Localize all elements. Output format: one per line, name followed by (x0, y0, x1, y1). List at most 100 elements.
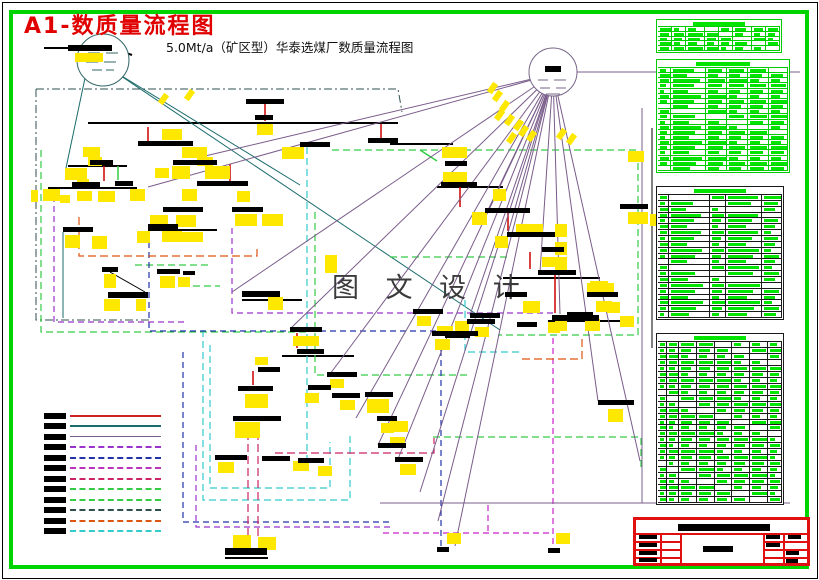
table-cell (750, 479, 768, 486)
table-text-block (708, 105, 719, 109)
table-text-block (750, 151, 764, 155)
table-cell (706, 150, 728, 156)
table-cell (658, 365, 667, 372)
table-text-block (698, 462, 708, 466)
table-cell (670, 160, 707, 166)
quantity-label (65, 168, 87, 180)
table-text-block (698, 348, 710, 352)
title-block-line (636, 541, 680, 543)
table-cell (714, 359, 733, 366)
table-cell (714, 437, 733, 444)
table-cell (666, 342, 680, 348)
table-cell (679, 491, 697, 498)
table-text-block (660, 272, 666, 276)
table-cell (709, 277, 726, 283)
table-cell (727, 145, 749, 151)
table-cell (725, 294, 762, 301)
table-cell (658, 212, 670, 219)
quantity-label (596, 301, 612, 312)
table-cell (709, 200, 726, 207)
table-cell (769, 134, 788, 141)
table-cell (727, 119, 749, 125)
table-text-block (660, 266, 668, 270)
table-cell (761, 247, 782, 254)
table-cell (670, 93, 707, 99)
table-text-block (688, 47, 704, 51)
table-cell (666, 449, 680, 456)
table-text-block (660, 201, 666, 205)
table-cell (658, 129, 671, 135)
table-cell (704, 41, 719, 47)
process-node (517, 322, 537, 327)
table-cell (767, 365, 782, 372)
table-cell (686, 46, 705, 51)
table-cell (727, 73, 749, 79)
table-text-block (671, 207, 687, 211)
table-cell (748, 145, 770, 151)
flow-line (275, 438, 435, 454)
table-cell (769, 145, 788, 151)
table-cell (704, 31, 719, 37)
table-text-block (672, 130, 696, 134)
table-cell (767, 383, 782, 390)
table-text-block (698, 343, 713, 346)
table-cell (769, 93, 788, 99)
process-node (102, 267, 118, 272)
table-text-block (660, 151, 665, 155)
table-cell (658, 200, 670, 207)
table-text-block (771, 125, 781, 129)
table-cell (750, 365, 768, 372)
table-cell (709, 212, 726, 219)
table-text-block (729, 69, 744, 72)
table-cell (727, 78, 749, 84)
table-cell (750, 437, 768, 444)
quantity-label (92, 236, 107, 249)
table-text-block (727, 301, 760, 305)
table-cell (714, 425, 733, 432)
table-cell (748, 83, 770, 89)
process-node (225, 548, 267, 555)
table-text-block (660, 420, 664, 424)
table-text-block (729, 156, 738, 160)
table-text-block (681, 468, 696, 472)
table-text-block (729, 166, 742, 170)
table-text-block (716, 396, 732, 400)
table-cell (767, 455, 782, 462)
table-text-block (708, 166, 720, 170)
legend-line-sample (70, 488, 161, 491)
table-text-block (771, 151, 784, 155)
table-cell (769, 140, 788, 146)
table-cell (696, 491, 715, 498)
table-cell (732, 497, 751, 503)
mixing-bunker-symbol (528, 47, 578, 97)
table-text-block (729, 105, 741, 109)
table-text-block (668, 420, 676, 424)
quantity-label (417, 316, 431, 326)
table-text-block (668, 408, 679, 412)
table-text-block (716, 498, 727, 502)
flow-line (507, 73, 554, 234)
table-cell (706, 129, 728, 135)
table-text-block (769, 426, 780, 430)
table-cell (761, 236, 782, 242)
table-text-block (672, 161, 696, 165)
table-cell (669, 288, 710, 295)
table-text-block (681, 498, 690, 502)
table-text-block (672, 105, 689, 109)
quantity-label (475, 327, 489, 337)
table-text-block (727, 242, 746, 246)
table-cell (718, 31, 734, 37)
table-cell (725, 218, 762, 225)
table-cell (686, 41, 705, 47)
table-cell (727, 88, 749, 94)
quantity-label (608, 409, 623, 422)
table-text-block (735, 28, 747, 31)
title-block (633, 517, 810, 566)
table-cell (750, 383, 768, 390)
table-cell (658, 306, 670, 313)
quantity-label (293, 336, 319, 346)
table-text-block (729, 161, 745, 165)
legend-row (44, 423, 164, 431)
table-text-block (750, 146, 767, 150)
table-text-block (708, 130, 723, 134)
